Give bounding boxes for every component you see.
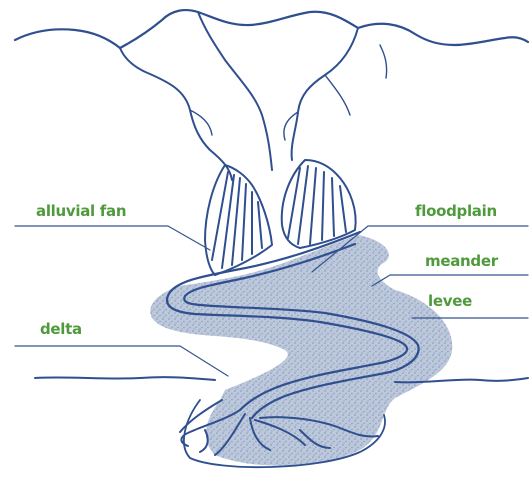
leader-line-alluvial-fan xyxy=(15,226,210,250)
label-delta: delta xyxy=(40,320,82,338)
valley-wall-left xyxy=(120,48,232,180)
central-ridge xyxy=(198,12,272,170)
label-floodplain: floodplain xyxy=(415,202,497,220)
label-levee: levee xyxy=(428,292,472,310)
tributary-gullies xyxy=(190,45,387,140)
alluvial-fan-right xyxy=(282,160,356,248)
coastline-left xyxy=(35,377,215,380)
mountain-outline xyxy=(15,10,528,48)
leader-line-meander xyxy=(372,275,528,286)
alluvial-fan-left xyxy=(205,165,272,275)
label-meander: meander xyxy=(425,252,499,270)
label-alluvial-fan: alluvial fan xyxy=(36,202,126,220)
valley-wall-right xyxy=(292,28,358,160)
leader-line-delta xyxy=(15,346,228,376)
